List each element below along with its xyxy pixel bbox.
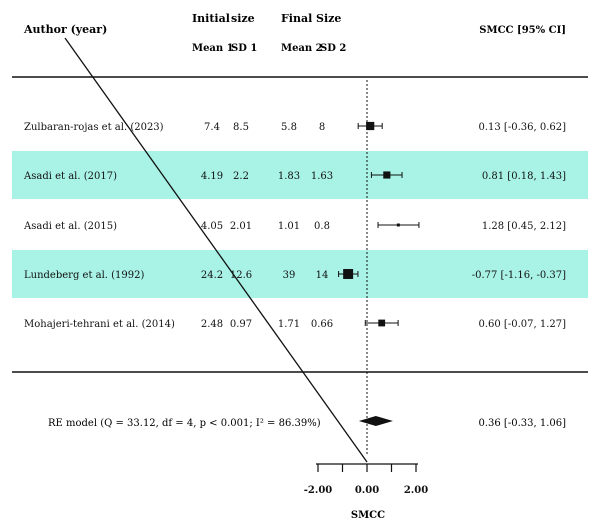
- header-effect: SMCC [95% CI]: [479, 25, 566, 36]
- header-initial-mean: Mean 1: [192, 43, 234, 54]
- study-ci-text: 0.13 [-0.36, 0.62]: [478, 122, 566, 133]
- point-estimate: [383, 171, 391, 179]
- study-sd2: 8: [319, 122, 325, 133]
- study-ci-text: -0.77 [-1.16, -0.37]: [472, 270, 566, 281]
- header-initial-size: size: [231, 12, 255, 25]
- study-mean1: 4.05: [201, 221, 223, 232]
- header-final-sd: SD 2: [320, 43, 346, 54]
- study-ci-text: 0.81 [0.18, 1.43]: [482, 171, 566, 182]
- study-author: Asadi et al. (2015): [23, 221, 117, 232]
- point-estimate: [343, 269, 354, 279]
- study-mean2: 39: [283, 270, 296, 281]
- x-axis-tick-label: -2.00: [304, 485, 333, 496]
- study-mean2: 1.71: [278, 319, 300, 330]
- study-mean1: 2.48: [201, 319, 223, 330]
- study-mean1: 4.19: [201, 171, 223, 182]
- study-sd2: 14: [316, 270, 329, 281]
- summary-row: RE model (Q = 33.12, df = 4, p < 0.001; …: [48, 416, 566, 429]
- study-mean1: 24.2: [201, 270, 223, 281]
- study-sd1: 8.5: [233, 122, 249, 133]
- header-final-top: Final: [281, 12, 312, 25]
- header-final-size: Size: [316, 12, 341, 25]
- study-ci-text: 0.60 [-0.07, 1.27]: [478, 319, 566, 330]
- x-axis: -2.00 0.00 2.00: [304, 463, 428, 496]
- x-axis-label: SMCC: [351, 510, 385, 521]
- header-initial-sd: SD 1: [231, 43, 257, 54]
- study-sd1: 0.97: [230, 319, 252, 330]
- study-author: Mohajeri-tehrani et al. (2014): [24, 319, 175, 330]
- diagonal-line: [64, 37, 368, 463]
- x-axis-tick-label: 0.00: [355, 485, 379, 496]
- summary-diamond: [358, 416, 393, 426]
- study-mean2: 1.83: [278, 171, 300, 182]
- point-estimate: [396, 223, 400, 227]
- study-marks: [338, 121, 420, 327]
- study-sd2: 0.8: [314, 221, 330, 232]
- study-author: Lundeberg et al. (1992): [24, 270, 145, 281]
- study-mean2: 5.8: [281, 122, 297, 133]
- study-sd1: 2.2: [233, 171, 249, 182]
- highlight-band: [12, 250, 588, 298]
- study-mean1: 7.4: [204, 122, 220, 133]
- summary-label: RE model (Q = 33.12, df = 4, p < 0.001; …: [48, 418, 321, 429]
- study-mean2: 1.01: [278, 221, 300, 232]
- x-axis-tick-label: 2.00: [404, 485, 428, 496]
- header-author: Author (year): [23, 23, 107, 36]
- header-final-mean: Mean 2: [281, 43, 323, 54]
- study-author: Zulbaran-rojas et al. (2023): [24, 122, 164, 133]
- highlight-band: [12, 151, 588, 199]
- study-sd1: 12.6: [230, 270, 252, 281]
- highlight-bands: [12, 151, 588, 298]
- study-sd1: 2.01: [230, 221, 252, 232]
- study-ci-text: 1.28 [0.45, 2.12]: [482, 221, 566, 232]
- summary-ci-text: 0.36 [-0.33, 1.06]: [478, 418, 566, 429]
- point-estimate: [378, 319, 386, 327]
- study-author: Asadi et al. (2017): [23, 171, 117, 182]
- study-rows: Zulbaran-rojas et al. (2023) 7.4 8.5 5.8 8 0.…: [23, 122, 566, 330]
- study-sd2: 1.63: [311, 171, 333, 182]
- study-sd2: 0.66: [311, 319, 333, 330]
- point-estimate: [366, 121, 375, 131]
- header-initial-top: Initial: [192, 12, 230, 25]
